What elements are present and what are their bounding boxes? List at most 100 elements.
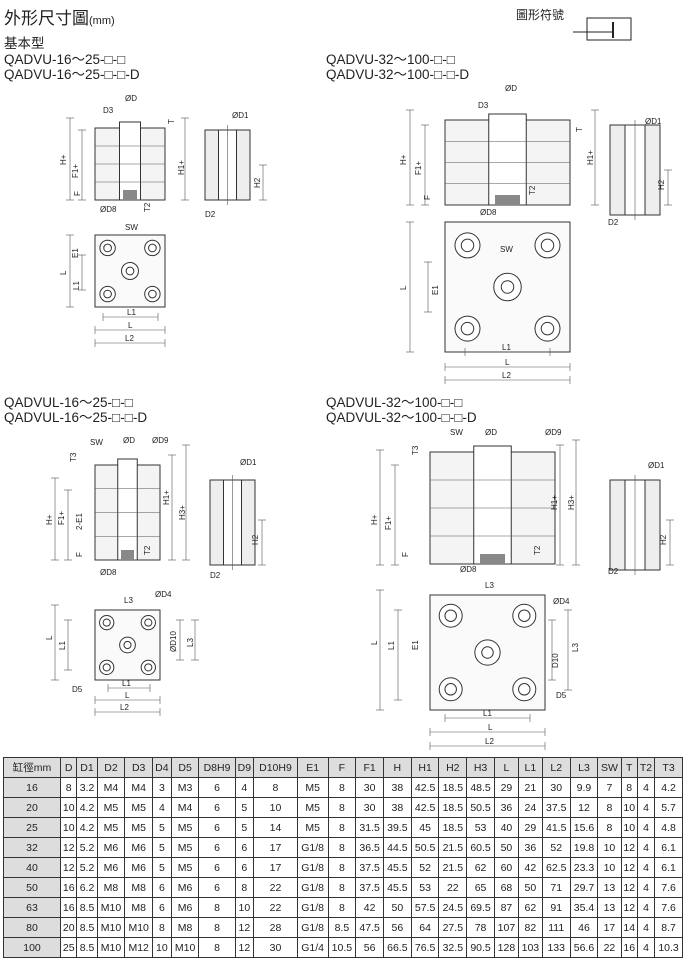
table-cell: 6 [234,837,255,858]
table-cell: G1/8 [296,877,329,898]
table-cell: 6 [152,877,172,898]
table-cell: 8.5 [327,917,357,938]
dim-label-T2: T2 [533,545,542,555]
model-name: QADVU-16～25-□-□-D [4,67,140,82]
col-header: H3 [466,757,495,778]
table-cell: 21.5 [438,837,468,858]
table-cell: 45 [410,817,440,838]
table-cell: G1/8 [296,837,329,858]
table-cell: 41.5 [541,817,571,838]
table-cell: 9.9 [569,777,599,798]
table-cell: M10 [170,937,200,958]
dim-label-L2: L2 [125,334,134,343]
bore-cell: 32 [3,837,61,858]
table-cell: 8 [327,797,357,818]
table-cell: 36 [517,837,543,858]
bore-circle [444,683,457,696]
dim-label-D: ØD [505,84,517,93]
col-header: T2 [636,757,656,778]
table-cell: 46 [569,917,599,938]
dim-label-H3: H3+ [178,505,187,520]
bore-circle [148,289,157,299]
table-cell: 4.8 [654,817,683,838]
table-cell: M6 [170,877,200,898]
dim-label-F1: F1+ [57,511,66,525]
table-cell: 50 [493,837,519,858]
rod-circle [123,640,132,650]
outline [119,121,141,201]
table-cell: M6 [124,837,154,858]
bore-cell: 80 [3,917,61,938]
table-cell: 25 [59,937,78,958]
table-cell: 12 [234,917,255,938]
bore-cell: 20 [3,797,61,818]
col-header: L1 [517,757,543,778]
table-cell: 30 [355,777,384,798]
dim-label-L1: L1 [387,641,396,650]
bore-circle [102,618,111,627]
table-cell: 22 [438,877,468,898]
table-cell: 10 [59,797,78,818]
table-cell: 5 [152,817,172,838]
model-name: QADVUL-16～25-□-□ [4,395,133,410]
table-cell: 62.5 [541,857,571,878]
table-cell: M4 [170,797,200,818]
table-cell: 42.5 [410,797,440,818]
table-cell: M5 [96,817,126,838]
table-cell: 76.5 [410,937,440,958]
table-cell: 3 [152,777,172,798]
table-cell: 42.5 [410,777,440,798]
dim-label-H1: H1+ [162,490,171,505]
table-cell: 4 [636,897,656,918]
table-cell: 12 [620,897,638,918]
bore-cell: 100 [3,937,61,958]
table-cell: 6.2 [76,877,98,898]
table-cell: 10 [597,857,622,878]
table-cell: 5 [234,797,255,818]
table-cell: 38 [382,777,412,798]
table-cell: 66.5 [382,937,412,958]
dim-label-L2: L2 [485,737,494,746]
table-cell: 7.6 [654,877,683,898]
table-cell: M5 [170,857,200,878]
dim-label-T3: T3 [69,452,78,462]
table-cell: 6 [198,837,236,858]
table-cell: 6 [234,857,255,878]
table-cell: 48.5 [466,777,495,798]
bore-circle [540,321,555,336]
table-cell: 30 [541,777,571,798]
title-text: 外形尺寸圖 [4,9,89,28]
table-cell: 7.6 [654,897,683,918]
outline [473,445,512,565]
table-cell: M6 [170,897,200,918]
table-cell: 5 [234,817,255,838]
table-cell: M10 [96,917,126,938]
dim-label-D5: D5 [556,691,567,700]
dim-label-L1: L1 [58,641,67,650]
table-cell: 19.8 [569,837,599,858]
table-cell: M8 [124,897,154,918]
table-cell: 4.2 [654,777,683,798]
dim-label-T2: T2 [528,185,537,195]
table-cell: 90.5 [466,937,495,958]
dim-label-D9: ØD9 [152,436,169,445]
table-cell: 20 [59,917,78,938]
table-cell: 37.5 [541,797,571,818]
table-cell: 5.2 [76,837,98,858]
table-cell: 47.5 [355,917,384,938]
dim-label-L: L [59,270,68,275]
table-cell: 5 [152,837,172,858]
col-header: L [493,757,519,778]
table-cell: 29 [493,777,519,798]
dim-label-H1: H1+ [177,160,186,175]
dim-label-D10b: D10 [551,653,560,668]
table-cell: 12 [59,857,78,878]
dim-label-F1: F1+ [414,161,423,175]
table-cell: G1/8 [296,917,329,938]
dim-label-D: ØD [123,436,135,445]
dim-label-D2: D2 [210,571,221,580]
table-cell: 45.5 [382,877,412,898]
